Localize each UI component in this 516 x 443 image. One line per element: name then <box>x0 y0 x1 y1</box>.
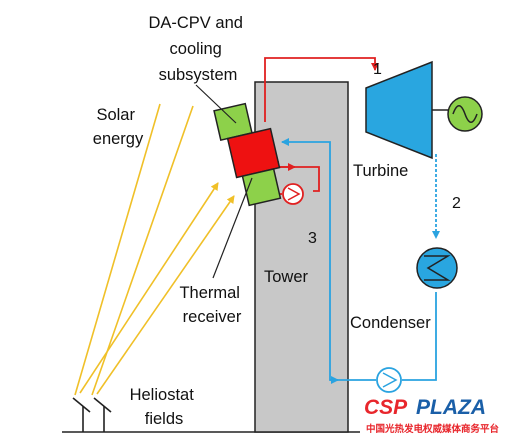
state-point-3: 3 <box>308 230 317 247</box>
tower <box>254 81 349 433</box>
cold-pipes <box>281 138 440 384</box>
state-point-2: 2 <box>452 195 461 212</box>
state-point-1: 1 <box>373 61 382 78</box>
tower-label: Tower <box>264 268 309 286</box>
subsystem-pointer <box>195 84 237 124</box>
subsystem-label-3: subsystem <box>159 66 238 84</box>
dacpv-module <box>213 102 282 207</box>
turbine-label: Turbine <box>353 162 408 180</box>
receiver-pump <box>282 183 304 205</box>
solar-ray <box>96 195 235 395</box>
thermal-receiver-label: Thermal receiver <box>179 284 244 326</box>
watermark-plaza: PLAZA <box>416 396 486 419</box>
pipe-condenser-out <box>402 292 437 381</box>
subsystem-label: DA-CPV and cooling subsystem <box>148 14 247 84</box>
thermal-receiver-label-1: Thermal <box>179 284 240 302</box>
turbine <box>365 60 433 160</box>
heliostat-mirrors <box>72 397 112 432</box>
solar-energy-label: Solar energy <box>93 106 144 148</box>
generator-icon <box>447 96 483 132</box>
watermark-csp: CSP <box>364 396 408 419</box>
pipe-return-to-receiver <box>281 138 376 381</box>
solar-ray <box>91 105 194 396</box>
subsystem-label-2: cooling <box>170 40 222 58</box>
condenser-icon <box>416 247 458 289</box>
subsystem-label-1: DA-CPV and <box>148 14 242 32</box>
solar-ray <box>79 182 219 394</box>
solar-label-1: Solar <box>96 106 135 124</box>
solar-ray <box>74 103 161 396</box>
heliostat-label-1: Heliostat <box>130 386 195 404</box>
solar-rays <box>74 103 235 396</box>
hot-pipe-to-turbine <box>264 57 379 122</box>
feed-pump <box>376 367 402 393</box>
watermark-logo: CSP PLAZA 中国光热发电权威媒体商务平台 <box>364 396 500 435</box>
receiver-pointer <box>212 177 253 279</box>
heliostat-label: Heliostat fields <box>130 386 199 428</box>
thermal-receiver-label-2: receiver <box>183 308 242 326</box>
condenser-label: Condenser <box>350 314 431 332</box>
heliostat-label-2: fields <box>145 410 184 428</box>
solar-label-2: energy <box>93 130 144 148</box>
watermark-subtitle: 中国光热发电权威媒体商务平台 <box>366 423 500 435</box>
